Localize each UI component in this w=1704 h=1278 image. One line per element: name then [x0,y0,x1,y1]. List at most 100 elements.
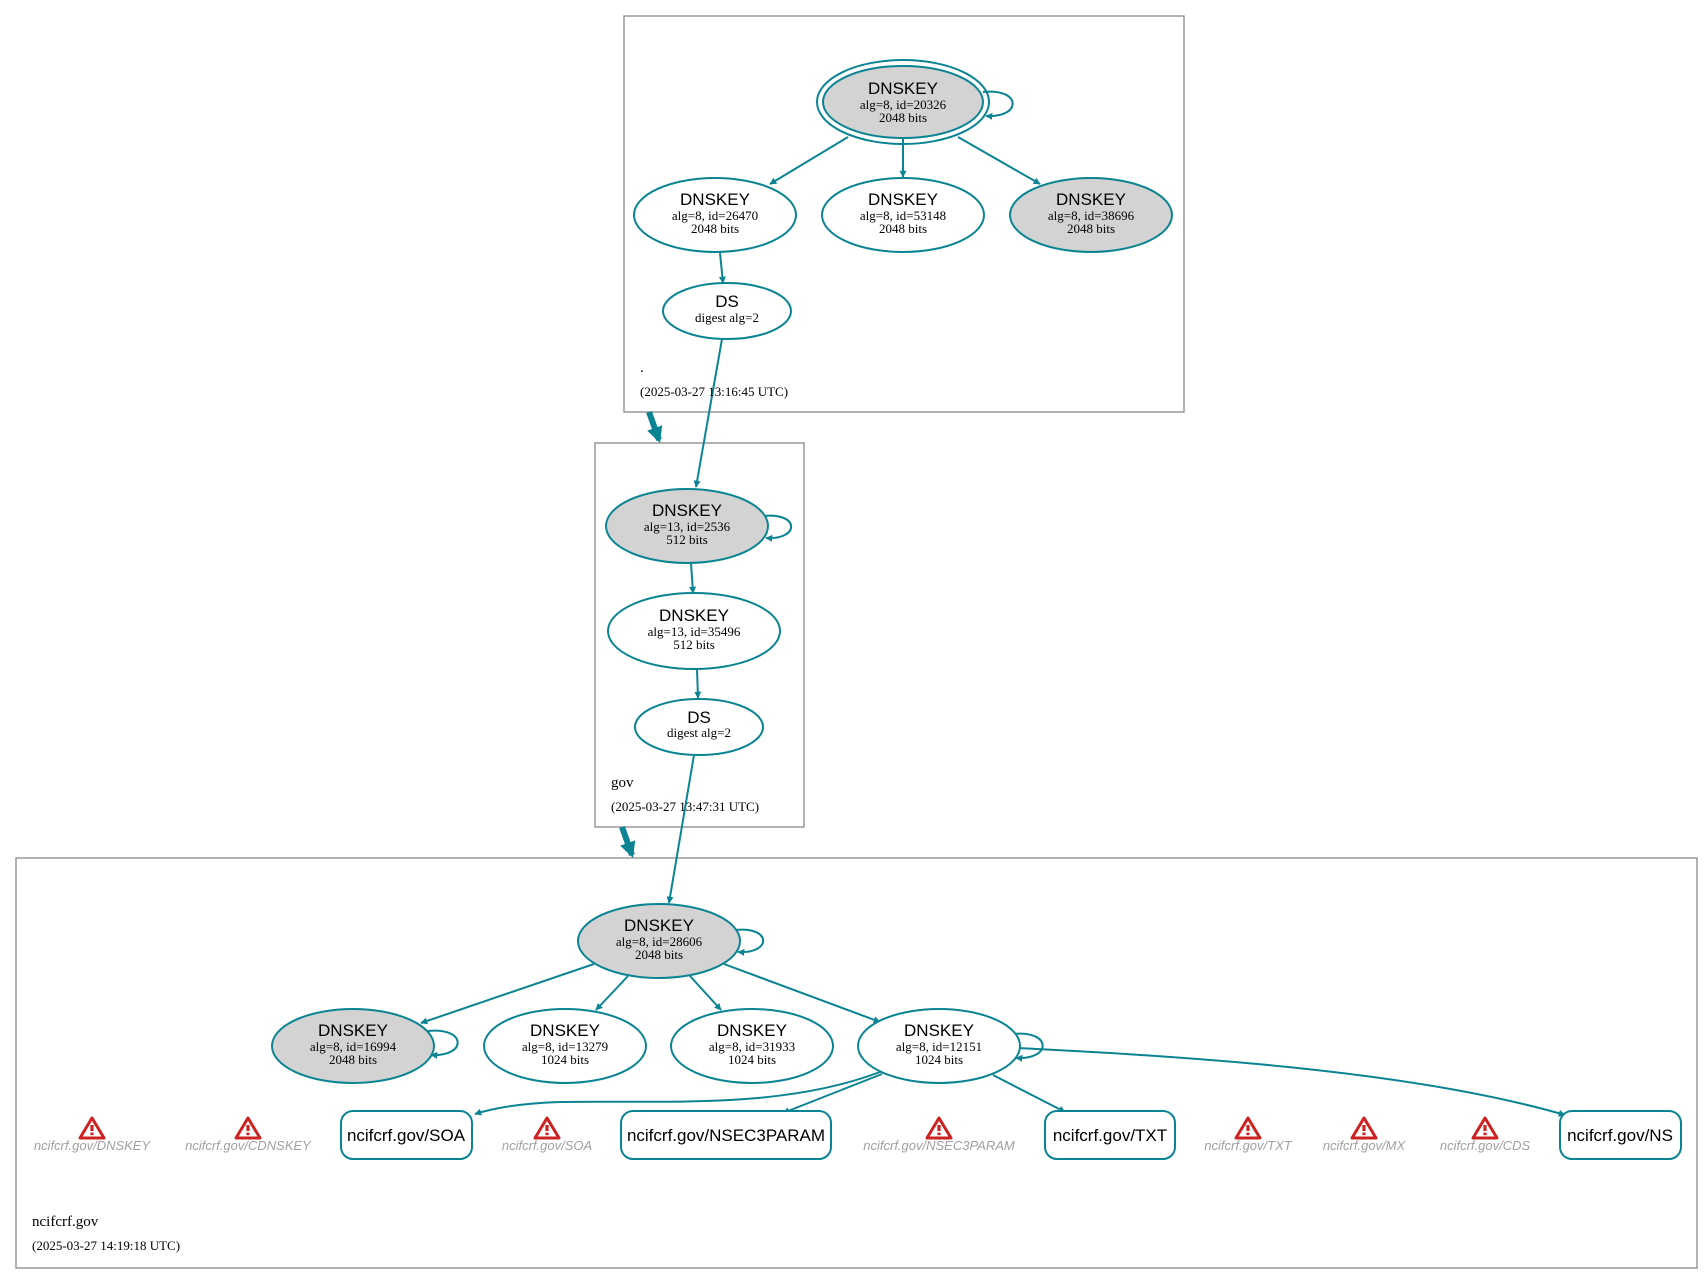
node-bits: 1024 bits [541,1052,589,1067]
rrset-ns[interactable]: ncifcrf.gov/NS [1559,1110,1682,1160]
dnskey-node-35496[interactable]: DNSKEY alg=13, id=35496 512 bits [607,592,781,670]
warning-cds-label: ncifcrf.gov/CDS [1440,1138,1531,1153]
warning-mx-label: ncifcrf.gov/MX [1323,1138,1407,1153]
zone-ncifcrf-name: ncifcrf.gov [32,1214,99,1230]
node-bits: 2048 bits [879,110,927,125]
warning-icon [1350,1116,1378,1140]
zone-gov-timestamp: (2025-03-27 13:47:31 UTC) [611,799,759,814]
node-alg-id: alg=8, id=28606 [616,934,703,949]
warning-txt-label: ncifcrf.gov/TXT [1204,1138,1292,1153]
ds-node-root[interactable]: DS digest alg=2 [662,282,792,340]
rrset-nsec3param[interactable]: ncifcrf.gov/NSEC3PARAM [620,1110,832,1160]
node-alg-id: alg=8, id=31933 [709,1039,795,1054]
edge-root-ksk-38696 [957,136,1041,185]
dnskey-node-12151[interactable]: DNSKEY alg=8, id=12151 1024 bits [857,1008,1021,1084]
dnskey-node-20326[interactable]: DNSKEY alg=8, id=20326 2048 bits [816,59,990,145]
warning-soa-label: ncifcrf.gov/SOA [502,1138,592,1153]
node-title: DNSKEY [624,916,694,935]
warning-cds[interactable]: ncifcrf.gov/CDS [1440,1116,1531,1153]
dnskey-node-16994[interactable]: DNSKEY alg=8, id=16994 2048 bits [271,1008,435,1084]
node-alg-id: alg=8, id=13279 [522,1039,608,1054]
warning-cdnskey-label: ncifcrf.gov/CDNSKEY [185,1138,312,1153]
node-title: DNSKEY [659,606,729,625]
node-title: DNSKEY [904,1021,974,1040]
node-title: DNSKEY [868,190,938,209]
warning-cdnskey[interactable]: ncifcrf.gov/CDNSKEY [185,1116,312,1153]
node-bits: 1024 bits [728,1052,776,1067]
zone-ncifcrf-timestamp: (2025-03-27 14:19:18 UTC) [32,1238,180,1253]
edge-nci-28606-13279 [595,975,629,1011]
node-alg-id: alg=8, id=38696 [1048,208,1135,223]
dnskey-node-13279[interactable]: DNSKEY alg=8, id=13279 1024 bits [483,1008,647,1084]
node-alg-id: alg=8, id=26470 [672,208,758,223]
node-digest: digest alg=2 [667,725,731,740]
delegation-arrow-root-gov [646,410,663,444]
warning-icon [78,1116,106,1140]
node-alg-id: alg=8, id=16994 [310,1039,397,1054]
node-bits: 2048 bits [635,947,683,962]
rrset-soa[interactable]: ncifcrf.gov/SOA [340,1110,473,1160]
ds-node-gov[interactable]: DS digest alg=2 [634,698,764,756]
dnskey-node-38696[interactable]: DNSKEY alg=8, id=38696 2048 bits [1009,177,1173,253]
node-bits: 2048 bits [879,221,927,236]
edge-nci-28606-12151 [723,963,881,1024]
rrset-nsec3param-label: ncifcrf.gov/NSEC3PARAM [627,1126,825,1145]
zone-root-box [623,15,1185,413]
edge-root-26470-ds [718,252,726,284]
node-title: DS [715,292,739,311]
node-title: DNSKEY [318,1021,388,1040]
zone-gov-name: gov [611,775,634,791]
warning-icon [234,1116,262,1140]
warning-nsec3param-label: ncifcrf.gov/NSEC3PARAM [863,1138,1015,1153]
warning-txt[interactable]: ncifcrf.gov/TXT [1204,1116,1293,1153]
warning-mx[interactable]: ncifcrf.gov/MX [1323,1116,1407,1153]
warning-icon [533,1116,561,1140]
node-bits: 2048 bits [1067,221,1115,236]
edge-root-ksk-self [982,90,1014,120]
node-bits: 1024 bits [915,1052,963,1067]
rrset-txt-label: ncifcrf.gov/TXT [1053,1126,1167,1145]
dnskey-node-2536[interactable]: DNSKEY alg=13, id=2536 512 bits [605,488,769,564]
node-title: DNSKEY [680,190,750,209]
node-bits: 2048 bits [691,221,739,236]
node-alg-id: alg=13, id=2536 [644,519,731,534]
node-title: DNSKEY [652,501,722,520]
node-title: DNSKEY [717,1021,787,1040]
edge-gov-ds-ncifcrf-ksk [666,754,695,904]
dnskey-node-26470[interactable]: DNSKEY alg=8, id=26470 2048 bits [633,177,797,253]
warning-icon [1234,1116,1262,1140]
edge-nci-12151-soa [474,1071,881,1116]
node-alg-id: alg=8, id=53148 [860,208,946,223]
edge-root-ds-gov-ksk [693,338,723,488]
edge-gov-2536-35496 [689,562,697,594]
node-bits: 2048 bits [329,1052,377,1067]
warning-dnskey[interactable]: ncifcrf.gov/DNSKEY [34,1116,152,1153]
rrset-ns-label: ncifcrf.gov/NS [1567,1126,1673,1145]
warning-icon [925,1116,953,1140]
node-alg-id: alg=13, id=35496 [648,624,741,639]
dnskey-node-31933[interactable]: DNSKEY alg=8, id=31933 1024 bits [670,1008,834,1084]
node-title: DS [687,708,711,727]
node-title: DNSKEY [868,79,938,98]
node-bits: 512 bits [673,637,715,652]
warning-nsec3param[interactable]: ncifcrf.gov/NSEC3PARAM [863,1116,1015,1153]
zone-ncifcrf-box [15,857,1698,1269]
edge-root-ksk-26470 [769,136,849,185]
zone-gov-box [594,442,805,828]
node-title: DNSKEY [530,1021,600,1040]
edge-nci-16994-self [427,1029,459,1059]
node-alg-id: alg=8, id=20326 [860,97,947,112]
edge-nci-12151-ns [1017,1047,1566,1117]
dnskey-node-28606[interactable]: DNSKEY alg=8, id=28606 2048 bits [577,903,741,979]
rrset-soa-label: ncifcrf.gov/SOA [347,1126,466,1145]
rrset-txt[interactable]: ncifcrf.gov/TXT [1044,1110,1176,1160]
warning-dnskey-label: ncifcrf.gov/DNSKEY [34,1138,152,1153]
node-digest: digest alg=2 [695,310,759,325]
warning-soa[interactable]: ncifcrf.gov/SOA [502,1116,592,1153]
edge-nci-12151-nsec3param [782,1073,883,1114]
node-alg-id: alg=8, id=12151 [896,1039,982,1054]
delegation-arrow-gov-ncifcrf [619,825,636,859]
edge-nci-28606-16994 [420,963,595,1025]
dnskey-node-53148[interactable]: DNSKEY alg=8, id=53148 2048 bits [821,177,985,253]
